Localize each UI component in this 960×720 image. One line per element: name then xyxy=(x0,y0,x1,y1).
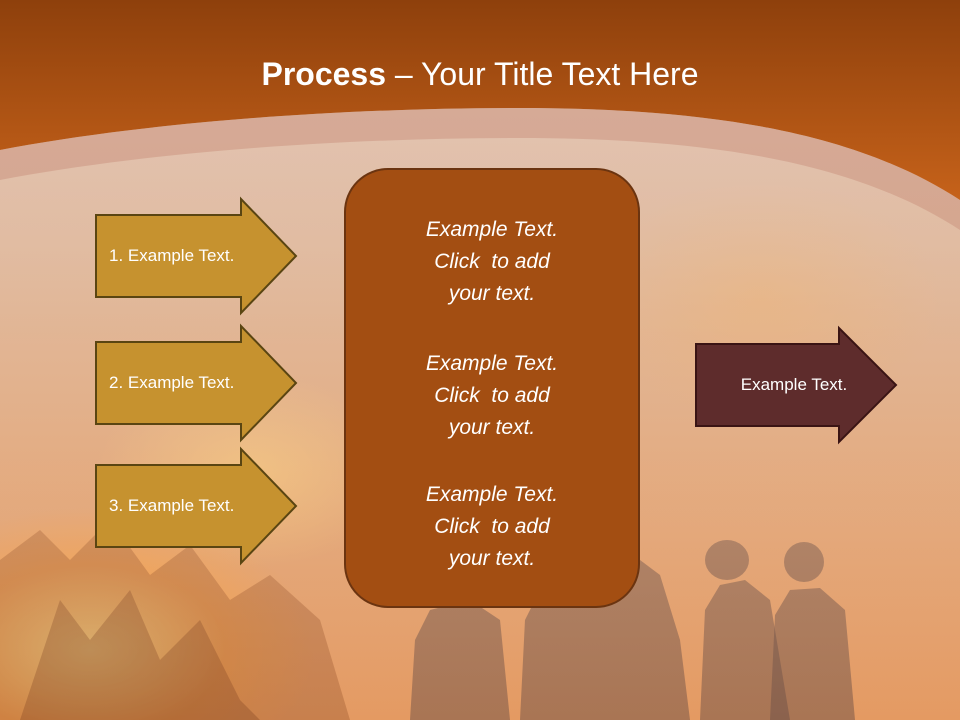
text-block-1[interactable]: Example Text. Click to add your text. xyxy=(346,214,638,310)
arrow-label: 2. Example Text. xyxy=(109,373,235,392)
text-line: Click to add xyxy=(434,250,550,273)
arrow-label: 1. Example Text. xyxy=(109,246,235,265)
text-line: Example Text. xyxy=(425,218,559,241)
text-line: Example Text. xyxy=(425,483,559,506)
text-line: Click to add xyxy=(434,384,550,407)
text-block-2[interactable]: Example Text. Click to add your text. xyxy=(346,348,638,444)
center-content-box[interactable]: Example Text. Click to add your text. Ex… xyxy=(344,168,640,608)
arrow-shape xyxy=(95,446,298,566)
title-bold: Process xyxy=(261,56,387,92)
slide-title[interactable]: Process – Your Title Text Here xyxy=(0,52,960,96)
text-line: Example Text. xyxy=(425,352,559,375)
arrow-shape xyxy=(95,196,298,316)
arrow-result[interactable]: Example Text. xyxy=(695,325,898,445)
arrow-shape xyxy=(95,323,298,443)
text-line: your text. xyxy=(448,416,536,439)
text-block-3[interactable]: Example Text. Click to add your text. xyxy=(346,479,638,575)
arrow-label: Example Text. xyxy=(740,375,848,394)
text-line: your text. xyxy=(448,282,536,305)
arrow-step-2[interactable]: 2. Example Text. xyxy=(95,323,298,443)
arrow-shape xyxy=(695,325,898,445)
text-line: Click to add xyxy=(434,515,550,538)
text-line: your text. xyxy=(448,547,536,570)
title-rest: – Your Title Text Here xyxy=(386,56,699,92)
arrow-step-1[interactable]: 1. Example Text. xyxy=(95,196,298,316)
arrow-label: 3. Example Text. xyxy=(109,496,235,515)
arrow-step-3[interactable]: 3. Example Text. xyxy=(95,446,298,566)
